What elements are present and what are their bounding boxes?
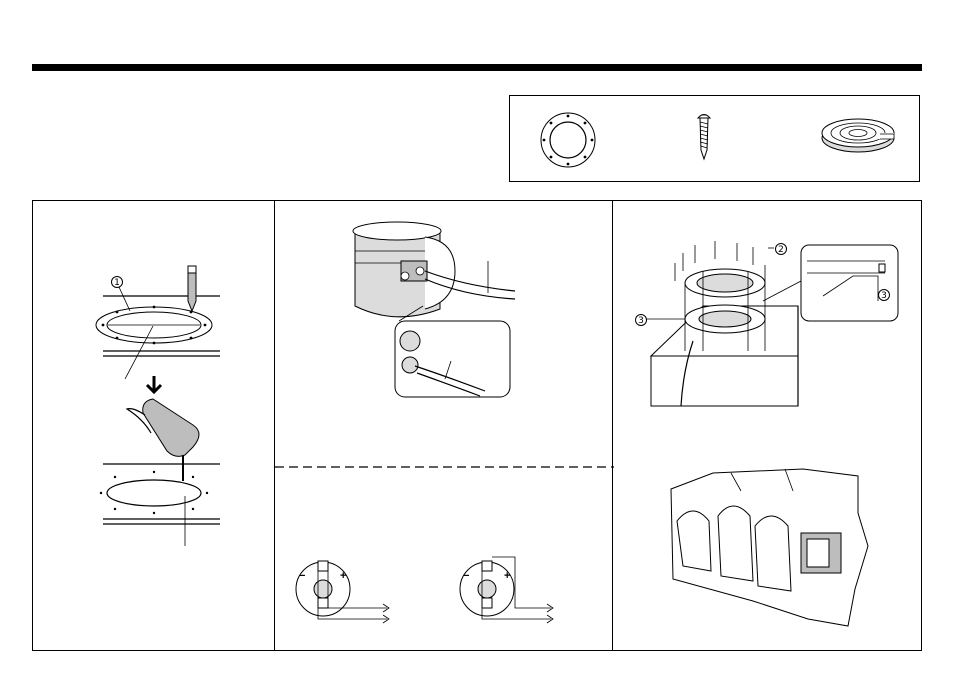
- down-arrow-icon: [147, 376, 161, 392]
- supplied-parts-box: [509, 95, 920, 182]
- speaker-terminal-diagram: [275, 201, 614, 652]
- header-rule: [32, 64, 922, 71]
- gasket-ring-icon: [538, 111, 598, 169]
- terminal-minus-right: −: [463, 570, 469, 582]
- mounting-diagram: [613, 201, 923, 652]
- callout-screw-2: 2: [775, 243, 787, 255]
- panel-cutout-steps: 1: [32, 200, 275, 651]
- terminal-minus-left: −: [299, 570, 305, 582]
- coiled-foam-tape-icon: [820, 116, 896, 156]
- terminal-plus-left: +: [340, 570, 346, 582]
- marking-diagram: [33, 201, 276, 652]
- screw-icon: [696, 112, 712, 162]
- callout-gasket-3: 3: [635, 314, 647, 326]
- panel-wiring: − + − +: [274, 200, 613, 651]
- panel-mounting: 2 3 3: [612, 200, 922, 651]
- callout-mark-1: 1: [111, 276, 123, 288]
- callout-detail-3: 3: [878, 289, 890, 301]
- terminal-plus-right: +: [504, 570, 510, 582]
